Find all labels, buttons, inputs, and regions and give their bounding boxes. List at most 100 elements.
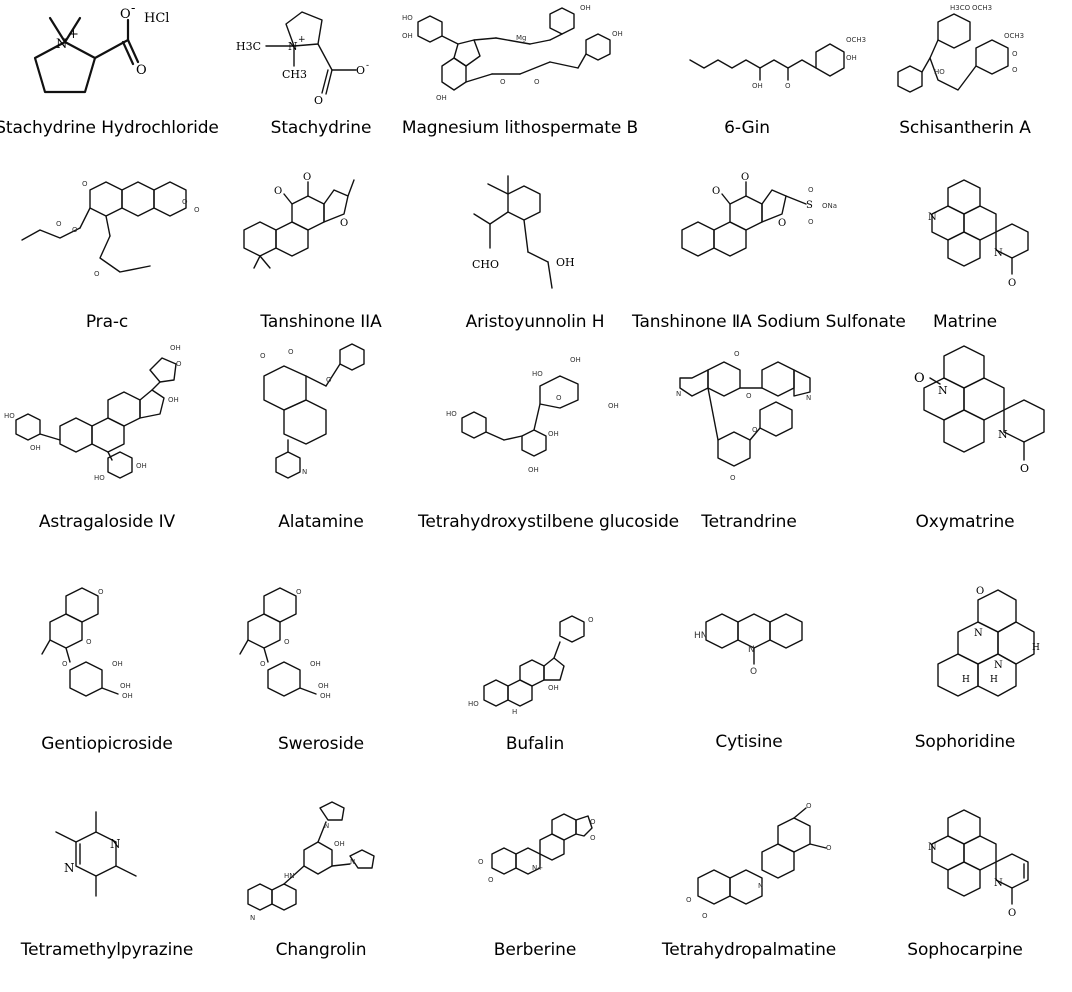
compound-gentiopicroside: O O O OH OH OH Gentiopicroside — [0, 582, 214, 776]
atom-label: O — [778, 218, 786, 229]
atom-label: O — [98, 588, 104, 596]
atom-label: O — [488, 876, 494, 884]
structure-sweroside: O O O OH OH OH — [214, 582, 428, 732]
atom-label: OH — [120, 682, 131, 690]
atom-label: + — [68, 27, 79, 42]
atom-label: O — [72, 226, 78, 234]
compound-astragaloside-iv: OH O OH HO OH HO OH Astragaloside IV — [0, 336, 214, 532]
atom-label: CH3 — [282, 68, 307, 81]
compound-name: Alatamine — [278, 512, 364, 532]
atom-label: O — [1008, 278, 1016, 289]
structure-bufalin: O HO OH H — [428, 582, 642, 732]
atom-label: O — [86, 638, 92, 646]
compound-name: Gentiopicroside — [41, 734, 173, 754]
atom-label: N+ — [532, 864, 543, 872]
compound-stachydrine: H3C N + CH3 O - O Stachydrine — [214, 0, 428, 194]
atom-label: N — [64, 861, 75, 875]
atom-label: O — [288, 348, 294, 356]
atom-label: HCl — [144, 11, 169, 26]
atom-label: N — [974, 628, 983, 639]
compound-tetrandrine: O N O O N O Tetrandrine — [642, 336, 856, 532]
compound-cytisine: HN N O Cytisine — [642, 582, 856, 776]
atom-label: OCH3 — [1004, 32, 1024, 40]
compound-name: Pra-c — [85, 312, 129, 332]
atom-label: O — [686, 896, 692, 904]
atom-label: N — [928, 212, 937, 223]
atom-label: HO — [934, 68, 945, 76]
atom-label: OH — [556, 256, 575, 269]
compound-alatamine: O O O N Alatamine — [214, 336, 428, 532]
atom-label: N — [748, 645, 755, 655]
atom-label: O — [534, 78, 540, 86]
compound-name: Sophoridine — [914, 732, 1016, 752]
atom-label: O — [1012, 66, 1018, 74]
atom-label: O — [182, 198, 188, 206]
atom-label: O — [303, 172, 311, 183]
atom-label: H — [962, 675, 970, 685]
atom-label: H — [1032, 643, 1040, 653]
atom-label: OH — [608, 402, 619, 410]
compound-name: Tetrahydropalmatine — [661, 940, 837, 960]
atom-label: O — [194, 206, 200, 214]
atom-label: O — [284, 638, 290, 646]
compound-name: Berberine — [493, 940, 577, 960]
structure-sophocarpine: N N O — [858, 798, 1072, 948]
compound-magnesium-lithospermate-b: HO OH Mg OH OH O O OH Magnesium lithospe… — [400, 0, 640, 194]
compound-sophocarpine: N N O Sophocarpine — [858, 798, 1072, 992]
atom-label: H — [512, 708, 517, 716]
structure-tanshinone-iia: O O O — [214, 168, 428, 318]
compound-name: Magnesium lithospermate B — [401, 118, 639, 138]
atom-label: OH — [570, 356, 581, 364]
atom-label: OH — [436, 94, 447, 102]
atom-label: O — [590, 834, 596, 842]
compound-name: Changrolin — [275, 940, 367, 960]
structure-magnesium-lithospermate-b: HO OH Mg OH OH O O OH — [400, 0, 640, 150]
compound-bufalin: O HO OH H Bufalin — [428, 582, 642, 776]
structure-tetrahydropalmatine: O O N O O — [642, 798, 856, 948]
atom-label: O — [62, 660, 68, 668]
atom-label: HO — [94, 474, 105, 482]
atom-label: O — [260, 660, 266, 668]
compound-name: Sophocarpine — [907, 940, 1023, 960]
compound-6-gin: OH O OCH3 OH 6-Gin — [660, 0, 866, 194]
atom-label: O — [826, 844, 832, 852]
atom-label: O — [914, 371, 925, 386]
atom-label: HO — [402, 14, 413, 22]
atom-label: O — [590, 818, 596, 826]
atom-label: N — [994, 248, 1003, 259]
atom-label: OH — [846, 54, 857, 62]
atom-label: OH — [402, 32, 413, 40]
structure-tetrandrine: O N O O N O — [642, 336, 856, 486]
atom-label: O — [274, 186, 282, 197]
compound-pra-c: O O O O O O Pra-c — [0, 168, 214, 362]
structure-sophoridine: O N N H H H — [858, 582, 1072, 732]
atom-label: OH — [122, 692, 133, 700]
compound-name: Schisantherin A — [899, 118, 1031, 138]
compound-oxymatrine: O N N O Oxymatrine — [858, 336, 1072, 532]
atom-label: O — [746, 392, 752, 400]
atom-label: O — [1012, 50, 1018, 58]
atom-label: CHO — [472, 258, 499, 271]
atom-label: O — [1020, 462, 1029, 475]
atom-label: S — [806, 200, 813, 211]
structure-tetramethylpyrazine: N N — [0, 798, 214, 948]
atom-label: HO — [468, 700, 479, 708]
atom-label: O — [712, 186, 720, 197]
atom-label: O — [340, 218, 348, 229]
atom-label: HN — [284, 872, 295, 880]
atom-label: OH — [318, 682, 329, 690]
atom-label: OH — [112, 660, 123, 668]
atom-label: O — [750, 667, 757, 677]
atom-label: N — [676, 390, 681, 398]
atom-label: N — [302, 468, 307, 476]
structure-matrine: N N O — [858, 168, 1072, 318]
atom-label: + — [298, 35, 306, 45]
compound-name: Matrine — [933, 312, 997, 332]
compound-berberine: O O N+ O O Berberine — [428, 798, 642, 992]
compound-name: Tanshinone IIA — [260, 312, 382, 332]
compound-name: Stachydrine Hydrochloride — [0, 118, 219, 138]
atom-label: O — [94, 270, 100, 278]
compound-sweroside: O O O OH OH OH Sweroside — [214, 582, 428, 776]
atom-label: O — [56, 220, 62, 228]
atom-label: O — [556, 394, 562, 402]
